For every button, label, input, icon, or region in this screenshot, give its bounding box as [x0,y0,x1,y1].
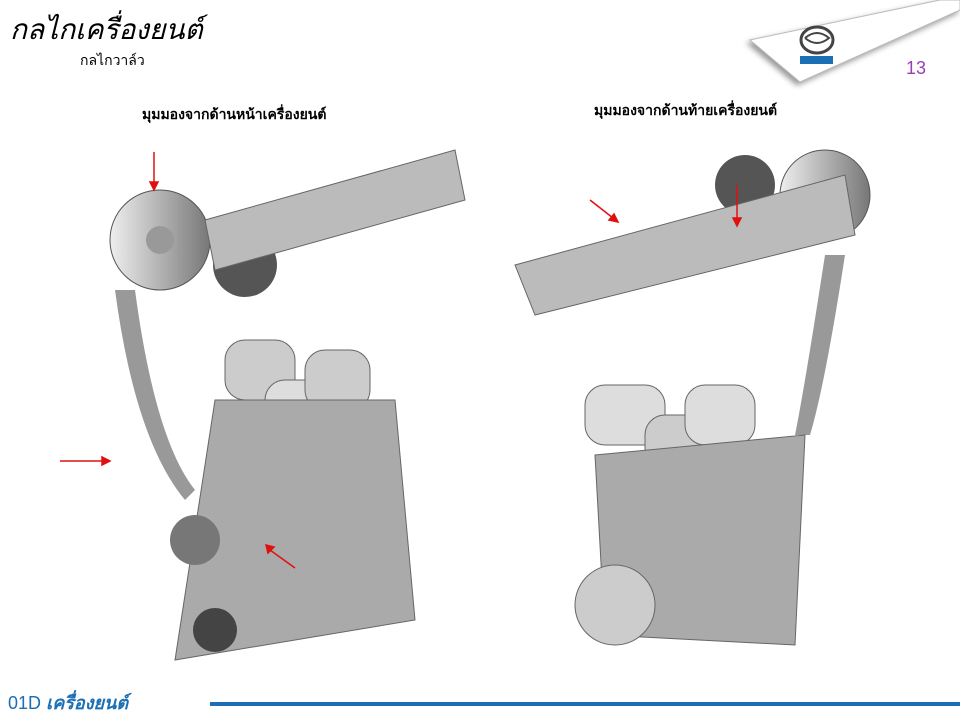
footer-text: เครื่องยนต์ [46,693,129,713]
mazda-logo-banner [748,0,960,83]
arrow-icon [264,543,296,569]
arrow-icon [731,185,743,228]
arrow-icon [60,455,112,467]
mazda-logo-icon [799,25,835,55]
slide-subtitle: กลไกวาล์ว [80,53,145,69]
footer-label: 01D เครื่องยนต์ [8,688,128,717]
footer-divider [210,702,960,706]
front-view-caption: มุมมองจากด้านหน้าเครื่องยนต์ [142,107,327,123]
slide-title: กลไกเครื่องยนต์ [10,13,203,46]
footer-code: 01D [8,693,42,713]
arrow-icon [589,199,620,224]
rear-engine-image [514,149,871,646]
page-number: 13 [906,58,927,78]
rear-view-caption: มุมมองจากด้านท้ายเครื่องยนต์ [594,103,778,119]
arrow-icon [148,152,160,192]
front-engine-image [109,149,466,661]
